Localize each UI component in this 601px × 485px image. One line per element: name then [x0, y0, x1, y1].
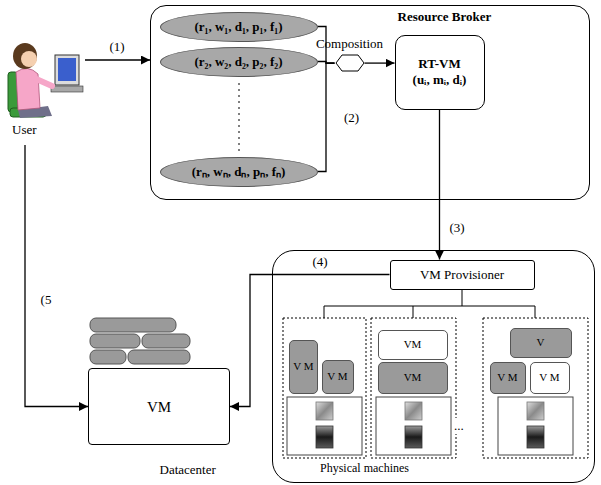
monitor — [55, 55, 79, 85]
vm-box: V M — [530, 362, 570, 394]
node-text: Datacenter — [160, 462, 216, 478]
user-vm-box: VM — [88, 368, 230, 445]
step-number: (1) — [107, 39, 126, 55]
node-text: VM — [404, 338, 422, 351]
node-text: Composition — [316, 36, 383, 52]
step-number: (5 — [39, 292, 54, 308]
vm-box: VM — [378, 330, 448, 360]
task-bar — [142, 334, 190, 348]
node-text: VM Provisioner — [420, 267, 504, 283]
request-oval: (rₙ, wₙ, dₙ, pₙ, fₙ) — [160, 157, 318, 187]
connector — [318, 63, 335, 171]
node-text: V — [537, 336, 545, 349]
group-label: Physical machines — [318, 461, 411, 475]
connector — [25, 145, 88, 407]
node-text: V M — [497, 371, 517, 384]
machine-outline — [483, 318, 588, 458]
connector — [230, 275, 390, 407]
host-hardware — [376, 397, 451, 455]
dotted-continuation — [238, 83, 240, 152]
connector — [365, 62, 395, 63]
node-text: (r₁, w₁, d₁, p₁, f₁) — [194, 19, 282, 35]
node-text: User — [12, 122, 37, 138]
task-bar — [90, 318, 176, 332]
node-text: (rₙ, wₙ, dₙ, pₙ, fₙ) — [192, 164, 286, 180]
machine-outline — [283, 318, 366, 458]
machine-outline — [371, 318, 456, 458]
node-text: (uᵢ, mᵢ, dᵢ) — [413, 72, 467, 88]
keyboard — [51, 86, 83, 92]
vm-box: V M — [490, 362, 526, 394]
request-oval: (r₁, w₁, d₁, p₁, f₁) — [160, 12, 318, 42]
rt-vm-box: RT-VM(uᵢ, mᵢ, dᵢ) — [395, 35, 485, 110]
node-text: (r₂, w₂, d₂, p₂, f₂) — [194, 54, 282, 70]
user-figure — [8, 43, 83, 118]
face — [21, 51, 37, 67]
step-number: (3) — [447, 220, 466, 236]
node-text: V M — [539, 371, 559, 384]
broker-box: Resource Broker (r₁, w₁, d₁, p₁, f₁) (r₂, … — [150, 5, 590, 200]
connector — [439, 110, 440, 260]
monitor-screen — [58, 58, 76, 81]
node-text: V M — [293, 360, 313, 373]
step-number: (4) — [310, 254, 329, 270]
node-text: V M — [327, 370, 347, 383]
task-bar — [90, 334, 140, 348]
connector — [85, 59, 150, 60]
user-node: User — [5, 35, 85, 145]
hexagon-outline — [335, 54, 365, 72]
host-hardware — [498, 397, 573, 455]
vm-box: V M — [322, 360, 354, 394]
torso — [16, 68, 40, 110]
vm-box: V M — [289, 340, 317, 394]
datacenter-box: DatacenterVM ProvisionerV MV MVMVMVV MV … — [272, 250, 595, 483]
provisioner-tree — [324, 290, 535, 318]
task-stack — [90, 318, 190, 364]
composition-hexagon: Composition — [312, 36, 388, 74]
provisioner-box: VM Provisioner — [390, 260, 535, 290]
request-oval: (r₂, w₂, d₂, p₂, f₂) — [160, 47, 318, 77]
task-bar — [90, 350, 126, 364]
hair — [13, 43, 37, 69]
vm-box: VM — [378, 362, 448, 394]
node-text: Resource Broker — [398, 9, 492, 25]
host-hardware — [287, 397, 362, 455]
task-bar — [128, 350, 190, 364]
hexagon-outline — [336, 55, 364, 71]
vm-box: V — [510, 328, 572, 358]
node-text: VM — [147, 398, 171, 416]
arm — [34, 78, 52, 86]
node-text: VM — [404, 371, 422, 384]
node-text: RT-VM — [418, 56, 460, 72]
ellipsis: ... — [452, 418, 466, 434]
step-number: (2) — [342, 110, 361, 126]
